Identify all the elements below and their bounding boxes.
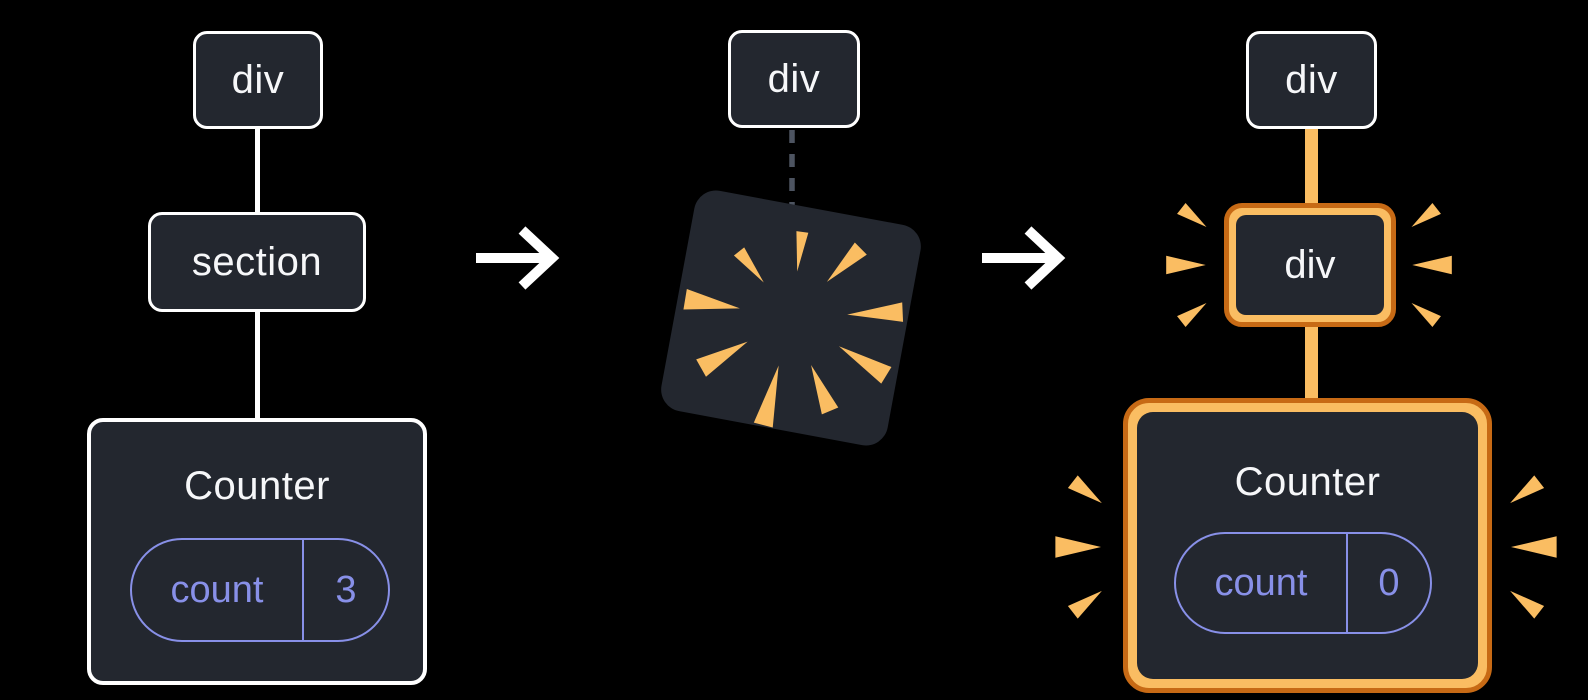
state-key: count — [132, 540, 304, 640]
state-pill: count 0 — [1174, 532, 1432, 634]
spark-burst-icon — [1488, 462, 1568, 632]
dom-node-div-root-after: div — [1246, 31, 1377, 129]
component-label: Counter — [184, 464, 330, 508]
state-value: 3 — [335, 568, 357, 611]
state-value: 0 — [1378, 561, 1400, 604]
state-pill: count 3 — [130, 538, 390, 642]
dom-node-div-root-during: div — [728, 30, 860, 128]
node-label: div — [1284, 242, 1336, 287]
component-node-counter-after-highlighted: Counter count 0 — [1123, 398, 1492, 693]
tree-connector-highlight — [1305, 129, 1318, 209]
arrow-right-icon — [982, 226, 1066, 290]
node-label: div — [231, 58, 285, 102]
tree-connector-highlight — [1305, 327, 1318, 402]
component-label: Counter — [1234, 460, 1381, 504]
spark-burst-icon — [1160, 191, 1222, 339]
dom-node-div-root-before: div — [193, 31, 323, 129]
node-label: div — [767, 57, 821, 101]
dom-node-div-new-highlighted: div — [1224, 203, 1396, 327]
spark-burst-icon — [1044, 462, 1124, 632]
tree-connector — [255, 127, 260, 214]
state-key: count — [1176, 534, 1348, 632]
arrow-right-icon — [476, 226, 560, 290]
node-label: div — [1285, 58, 1338, 102]
destroyed-component-poof — [657, 186, 925, 450]
component-node-counter-before: Counter count 3 — [87, 418, 427, 685]
dom-node-section: section — [148, 212, 366, 312]
tree-connector — [255, 310, 260, 420]
poof-burst-icon — [683, 231, 904, 428]
node-label: section — [191, 240, 323, 284]
spark-burst-icon — [1396, 191, 1458, 339]
